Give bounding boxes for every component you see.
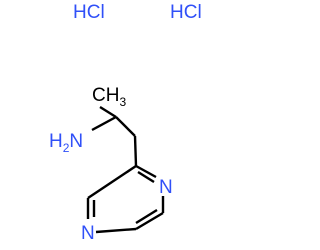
bond-alpha-amine xyxy=(91,115,117,132)
bond-ch2-ring xyxy=(133,135,138,167)
bond-c2-n1-double xyxy=(137,170,155,184)
bond-c2-n1 xyxy=(135,164,157,179)
methyl-subscript: 3 xyxy=(119,95,126,109)
bond-c6-c5-double xyxy=(135,208,158,225)
methyl-main: CH xyxy=(92,85,119,106)
amine-n: N xyxy=(69,131,83,152)
bond-c6-c5 xyxy=(135,211,164,231)
methyl-label: CH3 xyxy=(92,85,126,109)
bond-c5-n4 xyxy=(95,227,137,234)
amine-subscript: 2 xyxy=(63,141,70,155)
molecule-structure: HCl HCl CH3 H2N N N xyxy=(49,2,202,244)
amine-label: H2N xyxy=(49,131,83,155)
bonds xyxy=(86,105,165,234)
hcl-label-left: HCl xyxy=(73,2,105,23)
bond-alpha-methyl xyxy=(99,105,117,119)
ring-nitrogen-4: N xyxy=(81,223,95,244)
ring-nitrogen-1: N xyxy=(159,177,173,198)
bond-alpha-ch2 xyxy=(115,116,136,137)
bond-c3-c2 xyxy=(87,165,137,199)
amine-h: H xyxy=(49,131,63,152)
hcl-label-right: HCl xyxy=(170,2,202,23)
